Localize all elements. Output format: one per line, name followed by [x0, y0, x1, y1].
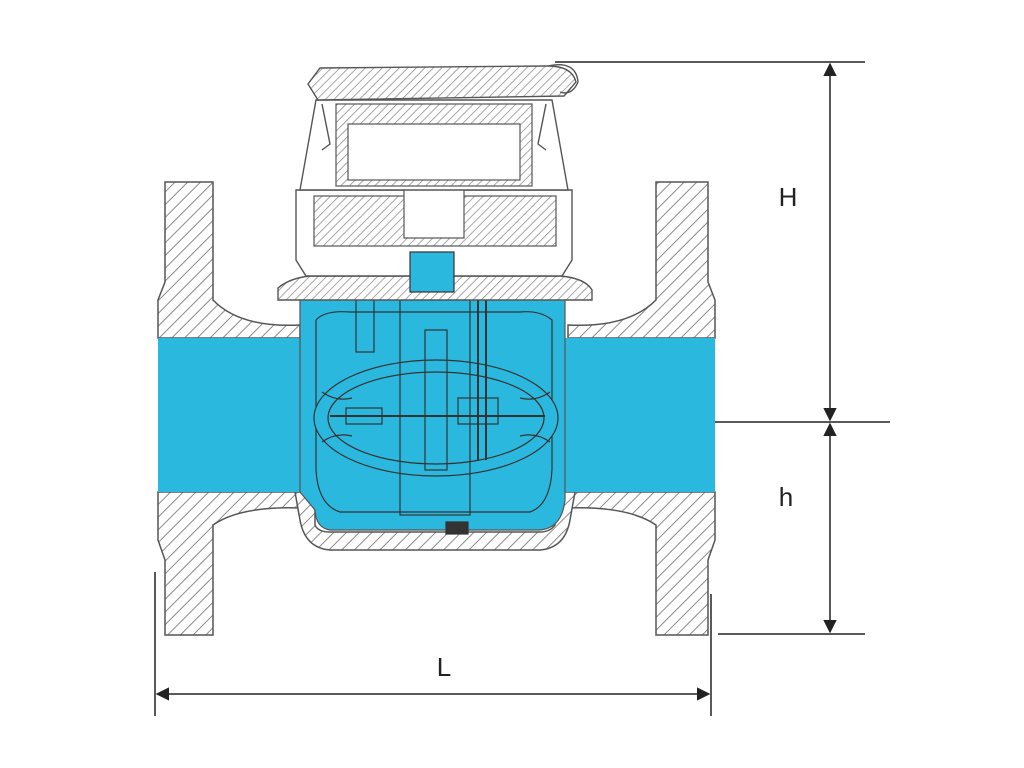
lower-left-vane [321, 434, 353, 443]
internal-mechanism [313, 269, 559, 535]
inner-chamber-wall [315, 311, 553, 513]
bottom-plug [445, 521, 469, 535]
turbine-rotor-inner [327, 371, 545, 465]
bearing [457, 397, 499, 425]
dial-face [347, 123, 521, 181]
lid-hinge [547, 64, 579, 94]
register-housing [277, 64, 593, 301]
right-flange [567, 181, 716, 339]
left-clip [321, 103, 331, 151]
left-flange [157, 181, 301, 339]
lower-right-vane [519, 434, 551, 443]
label-h: h [779, 482, 793, 512]
meter-body [157, 181, 716, 636]
turbine-rotor [313, 359, 559, 477]
left-flange-lower [157, 491, 301, 636]
dimensions [154, 61, 890, 716]
label-L: L [437, 652, 451, 682]
label-H: H [779, 182, 798, 212]
shaft-core [424, 329, 448, 471]
register-center-post [403, 187, 465, 239]
protective-lid [307, 65, 577, 101]
right-vane [519, 391, 551, 400]
left-vane [321, 391, 353, 400]
right-clip [537, 103, 547, 151]
drive-magnet [409, 251, 455, 293]
right-flange-lower [567, 491, 716, 636]
